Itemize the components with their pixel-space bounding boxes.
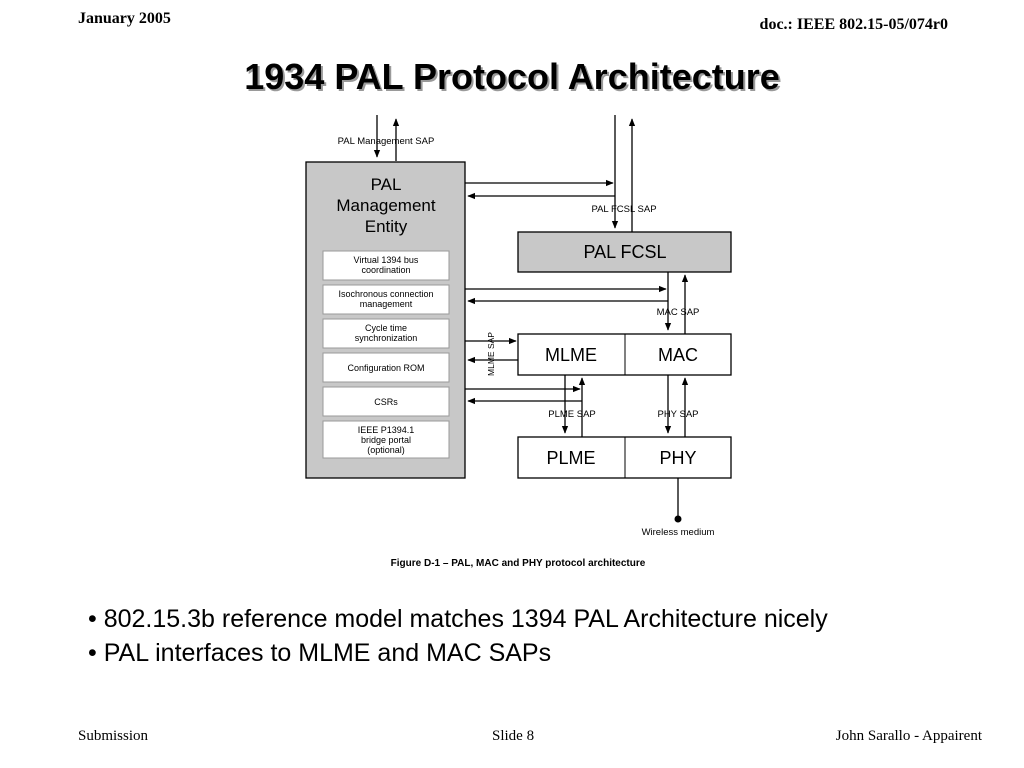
pme-item-isochronous (322, 284, 450, 315)
figure-caption: Figure D-1 – PAL, MAC and PHY protocol a… (391, 558, 646, 569)
pal-mgmt-sap-label: PAL Management SAP (338, 136, 435, 147)
pme-item-6-line-1: IEEE P1394.1 (358, 425, 415, 435)
header-date: January 2005 (78, 10, 171, 27)
bullet-list: • 802.15.3b reference model matches 1394… (88, 602, 828, 670)
footer-submission: Submission (78, 728, 149, 744)
wireless-medium-label: Wireless medium (642, 527, 715, 538)
pme-item-6-line-3: (optional) (367, 445, 405, 455)
pme-title-line-3: Entity (365, 217, 408, 236)
mac-sap-arrows (664, 272, 689, 334)
pme-item-6-line-2: bridge portal (361, 435, 411, 445)
plme-sap-label: PLME SAP (548, 409, 596, 420)
pme-item-1-line-2: coordination (361, 265, 410, 275)
pme-item-cycle-time (322, 318, 450, 349)
pme-title-line-1: PAL (371, 175, 402, 194)
pme-item-3-line-2: synchronization (355, 333, 418, 343)
footer-author: John Sarallo - Appairent (835, 728, 982, 744)
pal-fcsl-box (517, 231, 732, 273)
mlme-sap-label: MLME SAP (486, 332, 496, 376)
pme-to-mac-sap-arrows (465, 285, 668, 305)
footer-slide-number: Slide 8 (492, 728, 535, 744)
phy-sap-label: PHY SAP (657, 409, 698, 420)
wireless-medium-dot (674, 515, 682, 523)
pme-item-bridge-portal (322, 420, 450, 459)
pal-fcsl-sap-label: PAL FCSL SAP (591, 204, 656, 215)
mlme-label: MLME (545, 345, 597, 365)
pal-fcsl-label: PAL FCSL (583, 242, 666, 262)
pme-item-virtual-bus (322, 250, 450, 281)
mac-label: MAC (658, 345, 698, 365)
plme-sap-arrows (561, 375, 586, 437)
pme-title-line-2: Management (336, 196, 436, 215)
pme-item-1-line-1: Virtual 1394 bus (354, 255, 419, 265)
pme-item-5-line-1: CSRs (374, 397, 398, 407)
plme-label: PLME (546, 448, 595, 468)
phy-label: PHY (659, 448, 696, 468)
mlme-sap-arrows (465, 337, 518, 364)
bullet-item: • 802.15.3b reference model matches 1394… (88, 605, 828, 633)
pme-item-csrs (322, 386, 450, 417)
slide-title: 1934 PAL Protocol Architecture (244, 56, 780, 97)
pal-fcsl-sap-arrows (611, 115, 636, 232)
pme-item-2-line-1: Isochronous connection (338, 289, 433, 299)
mac-sap-label: MAC SAP (657, 307, 700, 318)
pme-item-3-line-1: Cycle time (365, 323, 407, 333)
pal-mgmt-sap-arrows (373, 115, 400, 161)
pme-to-plme-sap-arrows (465, 385, 582, 405)
pme-item-config-rom (322, 352, 450, 383)
header-doc-id: doc.: IEEE 802.15-05/074r0 (759, 16, 948, 33)
pme-item-2-line-2: management (360, 299, 413, 309)
pme-item-4-line-1: Configuration ROM (347, 363, 424, 373)
phy-sap-arrows (664, 375, 689, 437)
pme-sub-boxes (322, 250, 450, 459)
bullet-item: • PAL interfaces to MLME and MAC SAPs (88, 639, 552, 667)
pme-to-fcsl-arrows (465, 179, 615, 200)
protocol-architecture-diagram: PAL Management SAP PAL Management Entity… (305, 115, 732, 569)
